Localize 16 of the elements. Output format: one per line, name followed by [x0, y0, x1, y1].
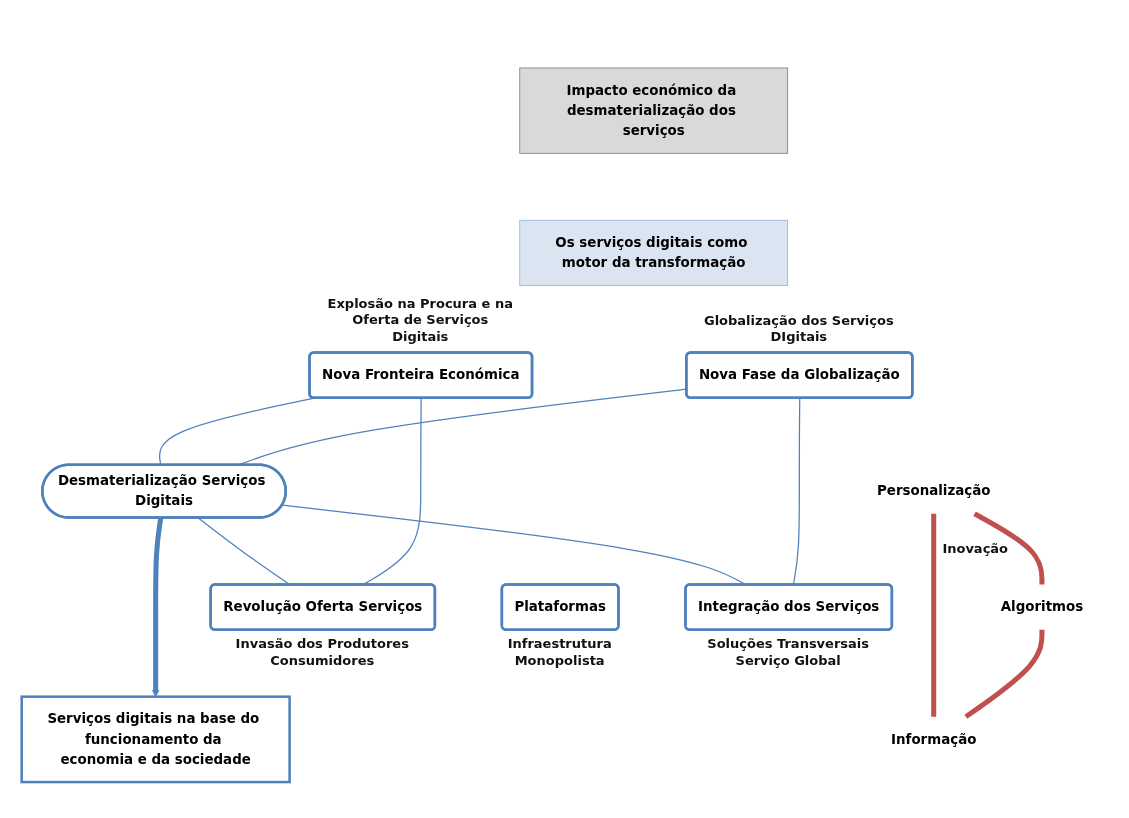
node-text: Personalização [876, 482, 990, 499]
note-label: Inovação [942, 541, 1009, 558]
node-caption: Invasão dos Produtores Consumidores [234, 635, 410, 670]
node-caption: Infraestrutura Monopolista [506, 635, 613, 670]
connector [930, 513, 936, 717]
arrow [151, 517, 163, 697]
node-text: Informação [890, 730, 976, 747]
connector [963, 629, 1044, 719]
node-caption: Globalização dos Serviços DIgitais [703, 312, 894, 347]
node-text: Algoritmos [1000, 598, 1083, 615]
node-box: Os serviços digitais como motor da transformação [518, 219, 788, 287]
node-box: Impacto económico da desmaterialização dos serviços [518, 67, 788, 154]
connector [972, 511, 1044, 585]
node-caption: Soluções Transversais Serviço Global [706, 635, 871, 670]
node-box: Serviços digitais na base do funcionamento da economia e da sociedade [19, 695, 291, 784]
node-caption: Explosão na Procura e na Oferta de Serviços Digitais [326, 295, 514, 347]
